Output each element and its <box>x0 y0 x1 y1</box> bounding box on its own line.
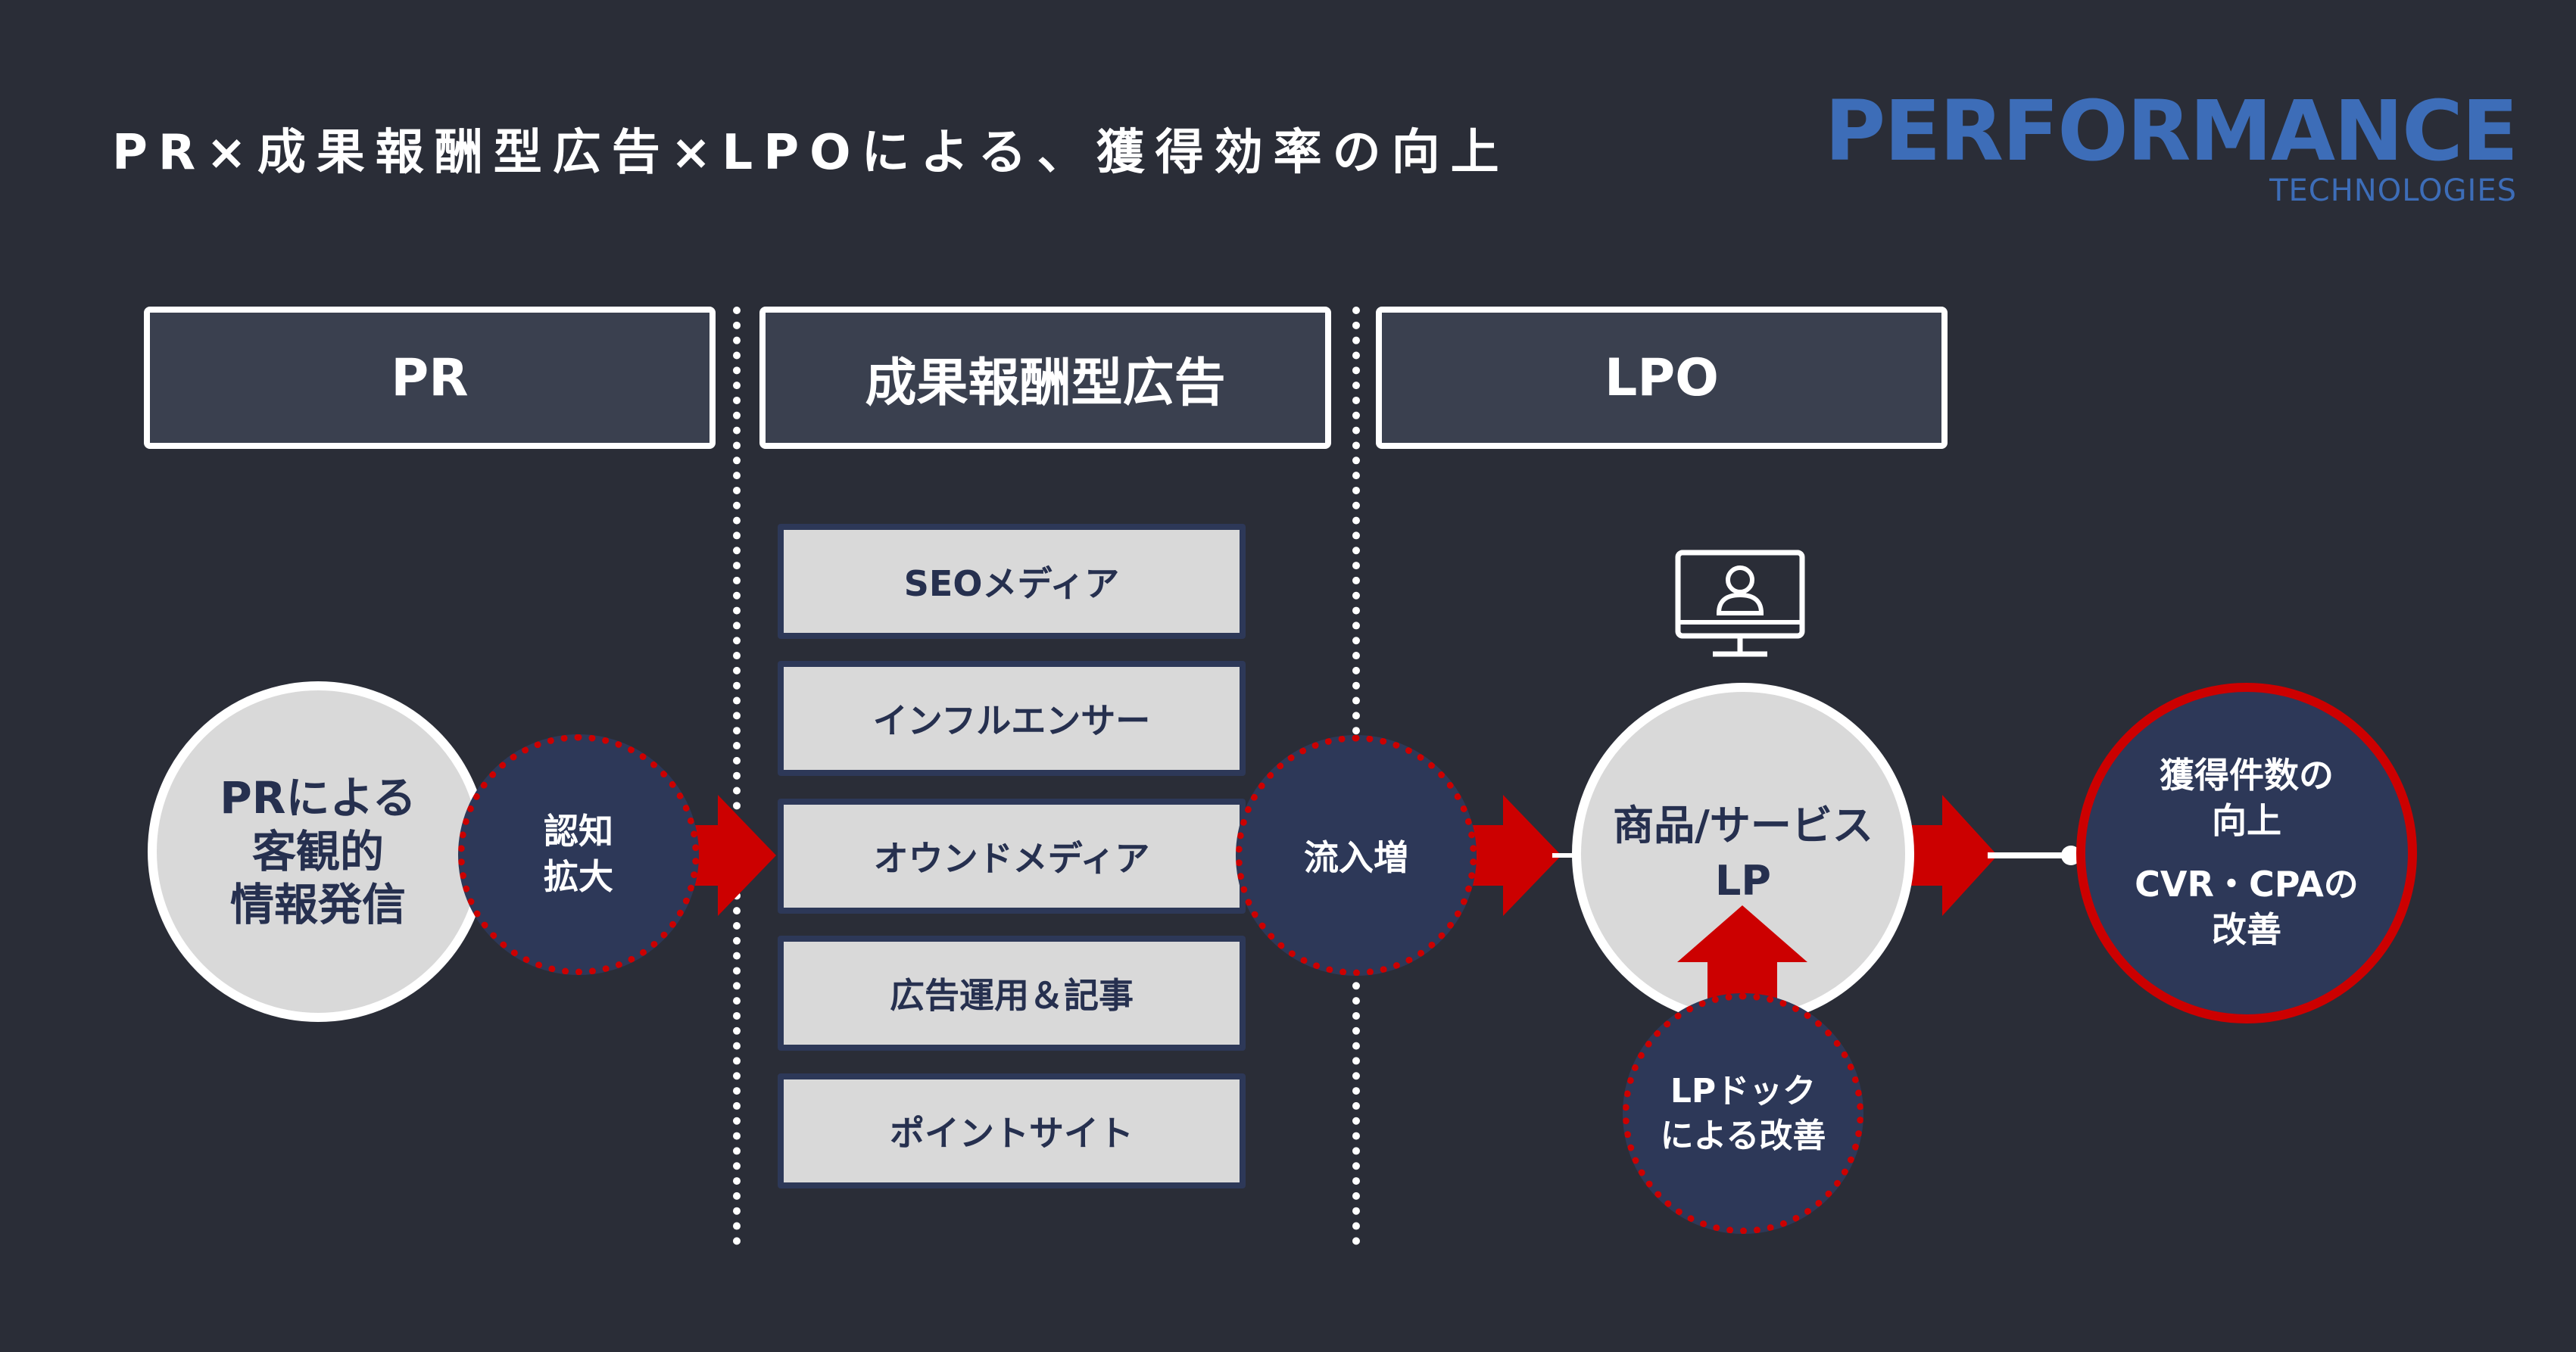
arrow-right-icon <box>1908 795 1997 916</box>
awareness-line: 拡大 <box>544 856 613 897</box>
arrow-up-icon <box>1677 905 1807 1019</box>
channel-owned-media: オウンドメディア <box>778 799 1246 914</box>
awareness-circle: 認知 拡大 <box>458 734 699 975</box>
lp-dock-line: LPドック <box>1670 1071 1817 1111</box>
goal-line: CVR・CPAの <box>2135 864 2359 905</box>
goal-line: 獲得件数の <box>2160 755 2334 796</box>
pr-circle-line: 客観的 <box>251 825 384 877</box>
goal-line: 改善 <box>2212 908 2281 950</box>
arrow-right-icon <box>1461 795 1561 916</box>
awareness-line: 認知 <box>544 811 613 852</box>
pr-circle-line: PRによる <box>220 771 416 824</box>
column-divider-left <box>733 307 741 1245</box>
inflow-label: 流入増 <box>1304 837 1408 878</box>
arrow-right-icon <box>681 795 776 916</box>
channel-label: SEOメディア <box>903 563 1120 604</box>
channel-influencer: インフルエンサー <box>778 661 1246 776</box>
pr-circle-line: 情報発信 <box>229 879 406 931</box>
channel-ad-operation: 広告運用＆記事 <box>778 936 1246 1051</box>
column-header-ads: 成果報酬型広告 <box>759 307 1331 449</box>
lp-circle-line: LP <box>1715 857 1771 905</box>
connector-line <box>1988 846 2081 865</box>
slide-title: PR×成果報酬型広告×LPOによる、獲得効率の向上 <box>112 125 1510 181</box>
column-header-pr: PR <box>144 307 716 449</box>
channel-label: インフルエンサー <box>872 700 1151 741</box>
pr-circle: PRによる 客観的 情報発信 <box>148 681 488 1022</box>
column-header-lpo: LPO <box>1376 307 1948 449</box>
channel-label: 広告運用＆記事 <box>890 975 1134 1016</box>
monitor-user-icon <box>1675 550 1805 657</box>
lp-dock-line: による改善 <box>1660 1117 1826 1155</box>
lp-dock-circle: LPドック による改善 <box>1623 993 1863 1234</box>
goal-line: 向上 <box>2212 800 2281 842</box>
goal-circle: 獲得件数の 向上 CVR・CPAの 改善 <box>2076 683 2417 1023</box>
channel-seo-media: SEOメディア <box>778 524 1246 639</box>
column-header-ads-label: 成果報酬型広告 <box>865 353 1226 413</box>
column-header-lpo-label: LPO <box>1605 347 1719 408</box>
channel-label: ポイントサイト <box>890 1113 1134 1154</box>
channel-point-site: ポイントサイト <box>778 1073 1246 1188</box>
inflow-circle: 流入増 <box>1236 735 1477 976</box>
logo-subtitle: TECHNOLOGIES <box>2269 173 2517 208</box>
channel-label: オウンドメディア <box>873 838 1150 879</box>
column-header-pr-label: PR <box>391 347 469 408</box>
logo-wordmark: PERFORMANCE <box>1824 83 2518 179</box>
lp-circle-line: 商品/サービス <box>1613 802 1873 850</box>
